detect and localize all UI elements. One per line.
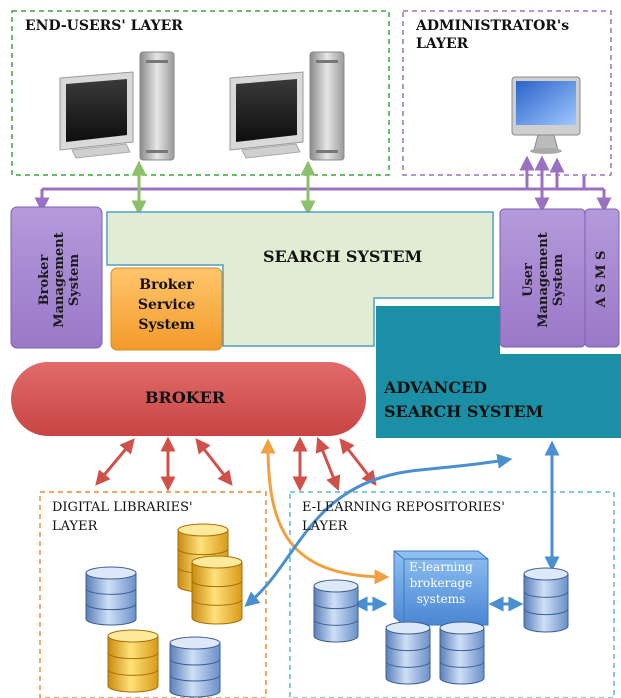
end-users-layer-frame (11, 10, 390, 176)
elearning-brokerage-label: E-learning brokerage systems (394, 559, 488, 607)
database-icon (191, 555, 243, 625)
elearning-brokerage-line3: systems (416, 592, 466, 606)
desktop-computer-icon (59, 51, 175, 161)
database-icon (85, 566, 137, 626)
elearning-brokerage-line2: brokerage (409, 576, 473, 590)
user-management-line3: System (551, 253, 566, 307)
brokerage-cube-icon (393, 550, 489, 626)
broker-management-label: Broker Management System (37, 210, 82, 350)
database-icon (523, 567, 569, 633)
broker-management-line2: Management (52, 232, 67, 328)
user-management-line2: Management (536, 232, 551, 328)
administrator-layer-frame (402, 10, 612, 176)
database-icon (169, 636, 221, 698)
red-arrows (95, 436, 377, 492)
asms-label: A S M S (594, 250, 609, 308)
broker-label: BROKER (145, 388, 226, 407)
search-system-shape (106, 211, 494, 347)
imac-icon (511, 76, 581, 154)
end-users-layer-label: END-USERS' LAYER (25, 18, 183, 34)
broker-pill (11, 362, 366, 436)
broker-service-line2: Service (137, 297, 196, 313)
database-group (85, 523, 569, 698)
purple-connector-bus (34, 155, 612, 213)
blue-arrows (244, 440, 560, 612)
elearning-layer-label-line2: LAYER (302, 519, 348, 534)
elearning-layer-label-line1: E-LEARNING REPOSITORIES' (302, 500, 505, 515)
green-arrows (131, 160, 316, 216)
advanced-search-shape (376, 306, 621, 438)
broker-management-box (10, 206, 103, 349)
elearning-brokerage-line1: E-learning (409, 560, 473, 574)
digital-libraries-layer-label-line1: DIGITAL LIBRARIES' (52, 500, 193, 515)
broker-service-line1: Broker (139, 277, 194, 293)
broker-management-line3: System (67, 253, 82, 307)
user-management-label: User Management System (521, 210, 566, 350)
database-icon (107, 629, 159, 693)
user-management-line1: User (521, 263, 536, 297)
broker-management-line1: Broker (37, 254, 52, 306)
digital-libraries-layer-label-line2: LAYER (52, 519, 98, 534)
broker-service-line3: System (138, 317, 195, 333)
advanced-search-label-line1: ADVANCED (384, 378, 488, 397)
administrator-layer-label-line1: ADMINISTRATOR's (416, 18, 570, 34)
broker-service-box (110, 267, 223, 351)
administrator-layer-label-line2: LAYER (416, 36, 469, 52)
advanced-search-label-line2: SEARCH SYSTEM (384, 402, 544, 421)
database-icon (313, 579, 359, 643)
database-icon (439, 621, 485, 685)
search-system-label: SEARCH SYSTEM (263, 247, 423, 266)
asms-box (584, 208, 620, 348)
desktop-computer-icon (229, 51, 345, 161)
broker-service-label: Broker Service System (111, 275, 222, 335)
database-icon (385, 621, 431, 685)
